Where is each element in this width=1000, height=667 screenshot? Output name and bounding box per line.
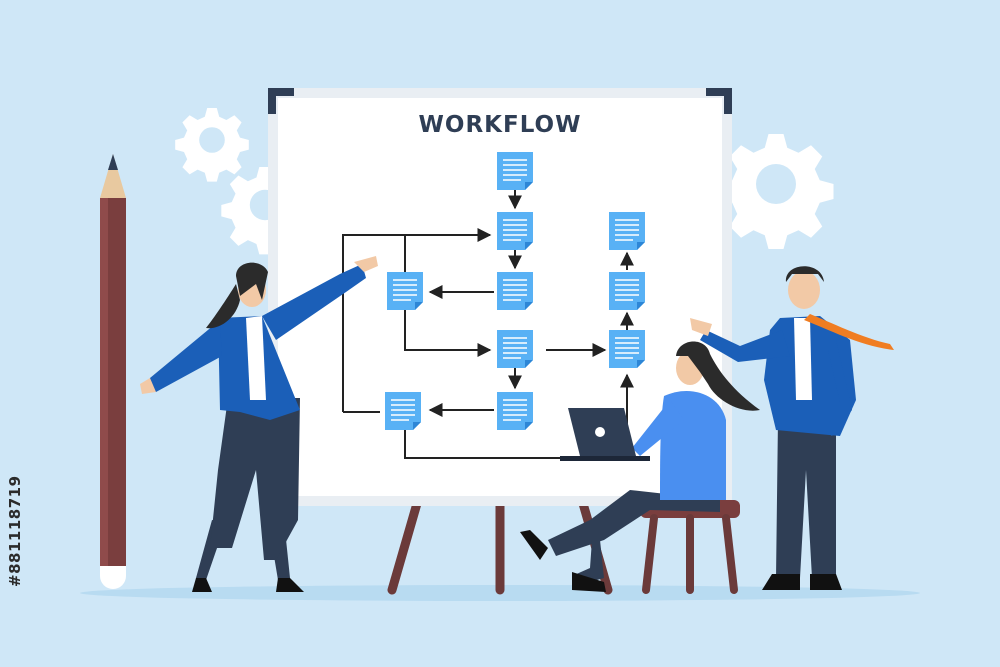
sticky-note-icon <box>496 151 534 191</box>
sticky-note-icon <box>608 211 646 251</box>
flow-connectors <box>342 189 634 459</box>
woman-presenter <box>140 256 378 592</box>
sticky-note-icon <box>496 211 534 251</box>
sticky-note-icon <box>386 271 424 311</box>
board-title: WORKFLOW <box>418 112 582 138</box>
sticky-note-icon <box>496 391 534 431</box>
chair <box>640 500 740 594</box>
sticky-note-icon <box>608 271 646 311</box>
sticky-note-icon <box>384 391 422 431</box>
woman-seated <box>520 341 760 592</box>
sticky-note-icon <box>496 271 534 311</box>
sticky-note-icon <box>608 329 646 369</box>
gear-icon <box>175 108 249 182</box>
gear-icon <box>718 134 834 249</box>
sticky-note-icon <box>496 329 534 369</box>
stock-id-label: #881118719 <box>6 475 24 587</box>
man-presenter <box>690 266 894 590</box>
laptop-icon <box>560 408 650 461</box>
pencil-icon <box>100 154 126 589</box>
